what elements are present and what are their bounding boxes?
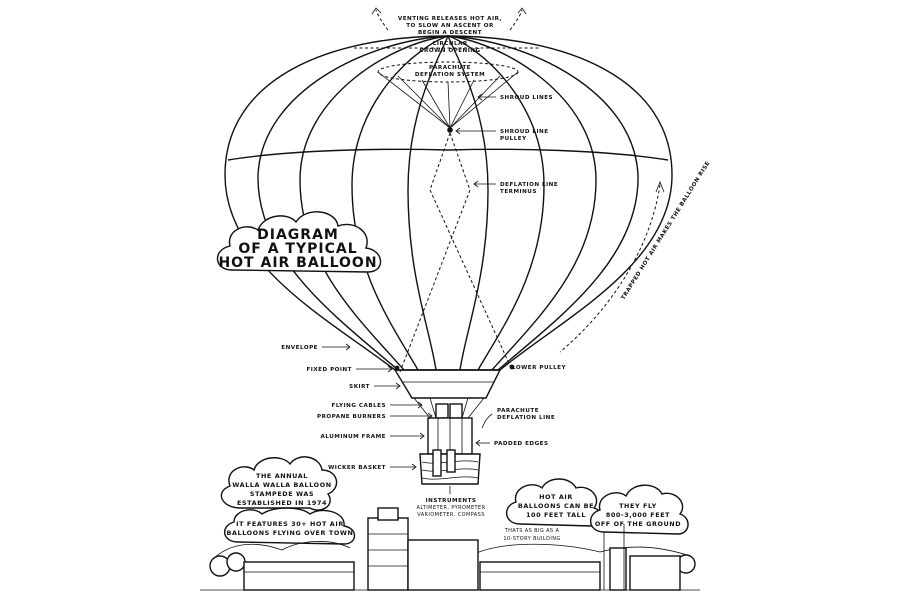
features-line-2: BALLOONS FLYING OVER TOWN [227, 529, 354, 537]
fact-cloud-stampede [220, 456, 338, 511]
venting-arrow-left [371, 7, 389, 31]
title-line-2: OF A TYPICAL [238, 241, 357, 257]
instruments-label-2: ALTIMETER, PYROMETER [417, 505, 486, 511]
fact-cloud-features [224, 507, 356, 545]
aluminum-frame-label: ALUMINUM FRAME [321, 434, 386, 440]
aluminum-frame [427, 417, 473, 455]
fly-line-3: OFF OF THE GROUND [595, 520, 681, 528]
lower-pulley-label: LOWER PULLEY [512, 365, 566, 371]
stampede-line-2: WALLA WALLA BALLOON [232, 481, 331, 489]
parachute-line-label-1: PARACHUTE [497, 408, 539, 414]
title-line-1: DIAGRAM [257, 227, 339, 243]
stampede-line-4: ESTABLISHED IN 1974 [237, 499, 327, 507]
fixed-point-label: FIXED POINT [306, 367, 352, 373]
stampede-line-3: STAMPEDE WAS [250, 490, 314, 498]
fixed-point-dot [394, 365, 400, 371]
envelope-label: ENVELOPE [281, 345, 318, 351]
stampede-line-1: THE ANNUAL [256, 472, 308, 480]
venting-label-1: VENTING RELEASES HOT AIR, [398, 16, 502, 22]
venting-label-3: BEGIN A DESCENT [418, 30, 482, 36]
tall-line-2: BALLOONS CAN BE [518, 502, 594, 510]
parachute-system-label-2: DEFLATION SYSTEM [415, 72, 485, 78]
wicker-basket [419, 449, 481, 485]
features-line-1: IT FEATURES 30+ HOT AIR [236, 520, 344, 528]
wicker-basket-label: WICKER BASKET [328, 465, 386, 471]
tall-line-1: HOT AIR [539, 493, 573, 501]
deflation-terminus-label-2: TERMINUS [500, 189, 537, 195]
fly-line-1: THEY FLY [619, 502, 657, 510]
flying-cables-label: FLYING CABLES [332, 403, 386, 409]
story-line-1: THATS AS BIG AS A [504, 528, 560, 534]
deflation-terminus-label-1: DEFLATION LINE [500, 182, 558, 188]
trapped-air-label: TRAPPED HOT AIR MAKES THE BALLOON RISE [621, 160, 712, 301]
title-cloud [216, 211, 382, 273]
balloon-cables [413, 397, 485, 419]
fly-line-2: 800-3,000 FEET [606, 511, 670, 519]
propane-burners-label: PROPANE BURNERS [317, 414, 386, 420]
parachute-system-label-1: PARACHUTE [429, 65, 471, 71]
shroud-pulley-dot [447, 127, 453, 133]
shroud-lines-label: SHROUD LINES [500, 95, 553, 101]
venting-arrow-right [509, 7, 527, 31]
town-skyline [200, 507, 700, 591]
instruments-label-3: VARIOMETER, COMPASS [417, 512, 485, 518]
skirt-label: SKIRT [349, 384, 370, 390]
lower-pulley-dot [509, 364, 515, 370]
venting-label-2: TO SLOW AN ASCENT OR [406, 23, 494, 29]
story-line-2: 10-STORY BUILDING [503, 536, 560, 542]
crown-label-2: CROWN OPENING [419, 48, 480, 54]
padded-edges-label: PADDED EDGES [494, 441, 549, 447]
instruments-label-1: INSTRUMENTS [426, 498, 477, 504]
balloon-skirt [393, 369, 502, 399]
fact-cloud-fly [590, 484, 689, 535]
propane-burners [435, 403, 463, 419]
shroud-pulley-label-1: SHROUD LINE [500, 129, 549, 135]
tall-line-3: 100 FEET TALL [526, 511, 586, 519]
shroud-pulley-label-2: PULLEY [500, 136, 527, 142]
title-line-3: HOT AIR BALLOON [218, 255, 377, 271]
parachute-line-label-2: DEFLATION LINE [497, 415, 555, 421]
crown-label-1: CIRCULAR [432, 41, 468, 47]
balloon-envelope [224, 35, 673, 373]
